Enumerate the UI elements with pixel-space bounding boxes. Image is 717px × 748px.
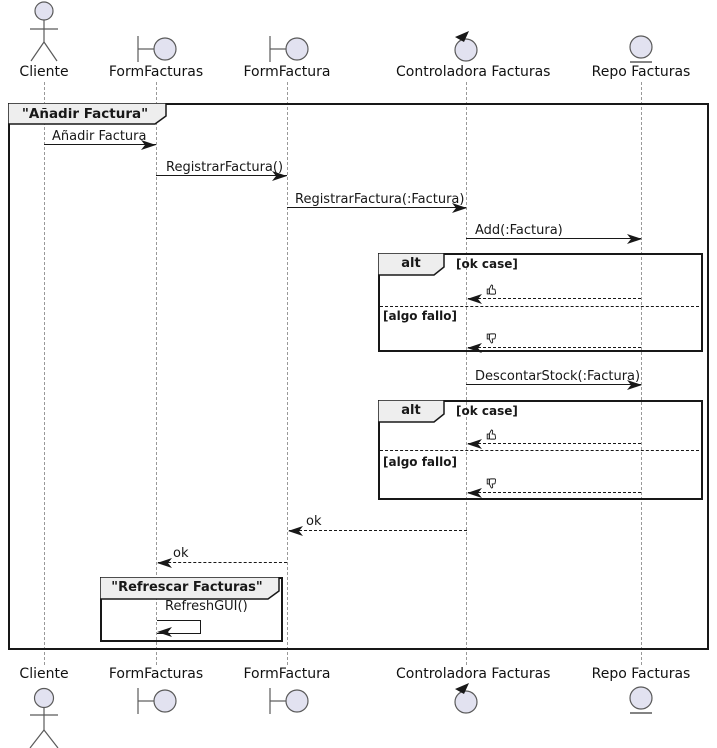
message-line <box>287 207 466 208</box>
message-line <box>466 238 641 239</box>
entity-icon <box>629 686 653 714</box>
boundary-icon <box>137 688 177 714</box>
control-icon <box>454 683 478 714</box>
alt-tab <box>378 253 445 276</box>
alt-divider <box>380 306 699 307</box>
frame-title-tab <box>100 577 280 600</box>
participant-label-cliente: Cliente <box>19 64 69 80</box>
frame-title: "Añadir Factura" <box>21 106 149 122</box>
lifeline-repo <box>641 82 642 665</box>
guard-label: [algo fallo] <box>383 309 457 323</box>
thumbs-down-icon <box>486 333 497 344</box>
alt-divider <box>380 450 699 451</box>
boundary-icon <box>269 688 309 714</box>
message-line <box>44 144 156 145</box>
participant-label-formfacturas: FormFacturas <box>108 666 204 682</box>
participant-label-repo: Repo Facturas <box>591 666 691 682</box>
entity-icon <box>629 35 653 63</box>
actor-icon <box>30 1 58 62</box>
message-line <box>466 384 641 385</box>
message-label: RegistrarFactura(:Factura) <box>295 192 465 207</box>
reply-line <box>468 347 641 348</box>
message-label: DescontarStock(:Factura) <box>475 369 641 384</box>
boundary-icon <box>269 36 309 62</box>
arrowhead-icon <box>467 343 482 353</box>
self-message-line <box>157 620 201 634</box>
boundary-icon <box>137 36 177 62</box>
reply-line <box>468 298 641 299</box>
alt-fragment <box>378 400 703 500</box>
arrowhead-icon <box>467 439 482 449</box>
arrowhead-icon <box>627 234 642 244</box>
participant-label-formfacturas: FormFacturas <box>108 64 204 80</box>
message-line <box>289 530 467 531</box>
arrowhead-icon <box>157 558 172 568</box>
arrowhead-icon <box>467 488 482 498</box>
participant-label-controladora: Controladora Facturas <box>396 64 551 80</box>
lifeline-formfacturas <box>156 82 157 665</box>
arrowhead-icon <box>288 526 303 536</box>
actor-icon <box>29 687 59 748</box>
arrowhead-icon <box>157 627 172 637</box>
thumbs-up-icon <box>486 284 497 295</box>
arrowhead-icon <box>467 294 482 304</box>
participant-label-cliente: Cliente <box>19 666 69 682</box>
arrowhead-icon <box>141 140 156 150</box>
guard-label: [ok case] <box>456 257 518 271</box>
participant-label-controladora: Controladora Facturas <box>396 666 551 682</box>
message-line <box>158 562 287 563</box>
message-label: Añadir Factura <box>52 129 147 144</box>
lifeline-formfactura <box>287 82 288 665</box>
arrowhead-icon <box>452 203 467 213</box>
message-label: RefreshGUI() <box>165 599 248 614</box>
arrowhead-icon <box>272 171 287 181</box>
guard-label: [algo fallo] <box>383 455 457 469</box>
frame-anadir-factura <box>8 103 709 650</box>
message-line <box>156 175 287 176</box>
participant-label-repo: Repo Facturas <box>591 64 691 80</box>
message-label: ok <box>306 514 322 529</box>
participant-label-formfactura: FormFactura <box>243 666 331 682</box>
alt-tab <box>378 400 445 423</box>
reply-line <box>468 492 641 493</box>
message-label: Add(:Factura) <box>475 223 563 238</box>
guard-label: [ok case] <box>456 404 518 418</box>
message-label: ok <box>173 546 189 561</box>
thumbs-down-icon <box>486 478 497 489</box>
lifeline-controladora <box>466 82 467 665</box>
alt-keyword: alt <box>401 403 421 418</box>
frame-title-tab <box>8 103 167 125</box>
lifeline-cliente <box>44 82 45 665</box>
control-icon <box>454 31 478 62</box>
frame-title: "Refrescar Facturas" <box>111 580 263 595</box>
reply-line <box>468 443 641 444</box>
alt-keyword: alt <box>401 256 421 271</box>
thumbs-up-icon <box>486 429 497 440</box>
alt-fragment <box>378 253 703 352</box>
message-label: RegistrarFactura() <box>166 160 284 175</box>
participant-label-formfactura: FormFactura <box>243 64 331 80</box>
arrowhead-icon <box>627 380 642 390</box>
